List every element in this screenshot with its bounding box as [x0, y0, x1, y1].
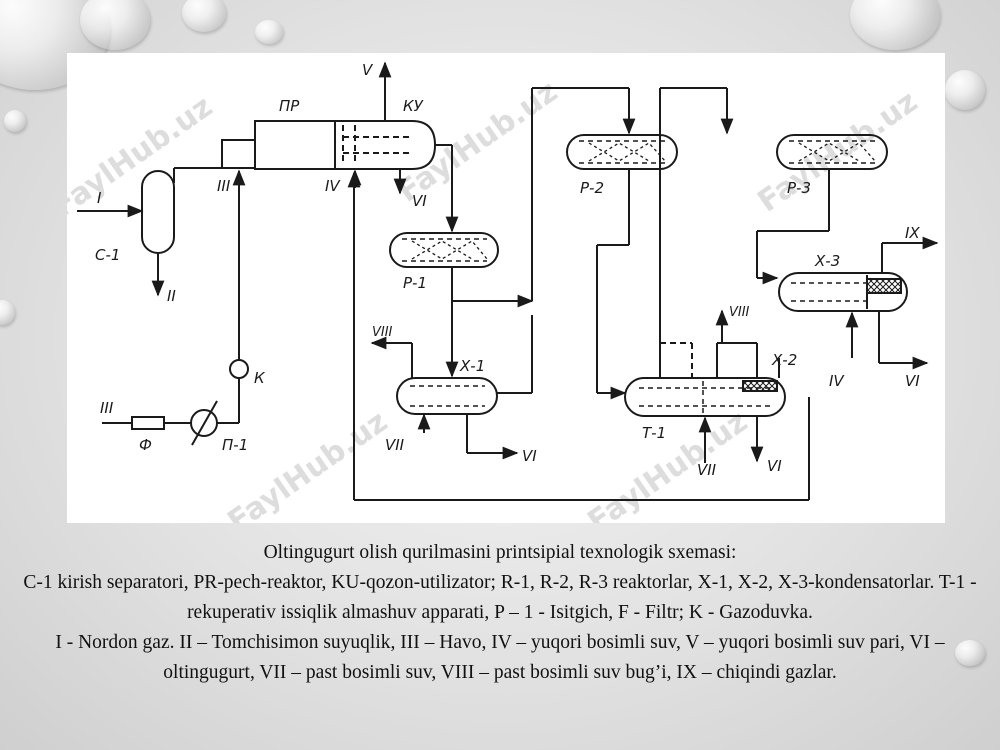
water-drop	[945, 70, 985, 110]
water-drop	[955, 640, 985, 666]
stream-vi-x3: VI	[905, 372, 920, 390]
reactor-r3	[776, 134, 888, 170]
label-r3: Р-3	[787, 179, 811, 197]
condenser-x1	[396, 377, 498, 415]
water-drop	[4, 110, 26, 132]
caption-equipment: C-1 kirish separatori, PR-pech-reaktor, …	[23, 572, 977, 623]
label-t1: Т-1	[642, 424, 666, 442]
label-r1: Р-1	[403, 274, 427, 292]
water-drop	[0, 300, 15, 325]
separator-c1	[141, 170, 175, 254]
watermark: FaylHub.uz	[222, 404, 394, 523]
stream-vi-t1: VI	[767, 457, 782, 475]
label-f: Ф	[139, 436, 152, 454]
label-c1: С-1	[95, 246, 120, 264]
stream-ii: II	[167, 287, 176, 305]
stream-iv-x3: IV	[829, 372, 845, 390]
stream-vi-ku: VI	[412, 192, 427, 210]
water-drop	[255, 20, 283, 44]
furnace-reactor-pr	[254, 120, 437, 170]
label-p1: П-1	[222, 436, 248, 454]
stream-iv-ku: IV	[325, 177, 341, 195]
label-k: К	[254, 369, 266, 387]
water-drop	[850, 0, 940, 50]
stream-vii-x1: VII	[385, 436, 405, 454]
scheme-caption: Oltingugurt olish qurilmasini printsipia…	[20, 538, 980, 688]
watermark: FaylHub.uz	[67, 89, 219, 224]
caption-title: Oltingugurt olish qurilmasini printsipia…	[263, 542, 737, 563]
water-drop	[80, 0, 150, 50]
reactor-r2	[566, 134, 678, 170]
caption-streams: I - Nordon gaz. II – Tomchisimon suyuqli…	[55, 632, 945, 683]
heat-exchanger-t1	[624, 377, 786, 417]
burner-block	[221, 139, 256, 169]
process-scheme: FaylHub.uz FaylHub.uz FaylHub.uz FaylHub…	[67, 53, 945, 523]
watermark: FaylHub.uz	[392, 74, 564, 209]
stream-vii-t1: VII	[697, 461, 717, 479]
watermark: FaylHub.uz	[582, 404, 754, 523]
stream-iii-pr: III	[217, 177, 231, 195]
water-drop	[182, 0, 226, 32]
label-x2: Х-2	[771, 351, 797, 369]
stream-iii-air: III	[100, 399, 114, 417]
label-ku: КУ	[403, 97, 424, 115]
blower-k	[229, 359, 249, 379]
stream-v: V	[362, 61, 374, 79]
stream-viii-x1: VIII	[372, 325, 393, 340]
stream-ix: IX	[905, 224, 920, 242]
label-pr: ПР	[279, 97, 300, 115]
stream-i: I	[97, 189, 102, 207]
stream-viii-t1: VIII	[729, 305, 750, 320]
filter-f	[131, 416, 165, 430]
label-r2: Р-2	[580, 179, 604, 197]
condenser-x3	[778, 272, 908, 312]
label-x1: Х-1	[459, 357, 485, 375]
stream-vi-x1: VI	[522, 447, 537, 465]
reactor-r1	[389, 232, 499, 268]
label-x3: Х-3	[814, 252, 840, 270]
